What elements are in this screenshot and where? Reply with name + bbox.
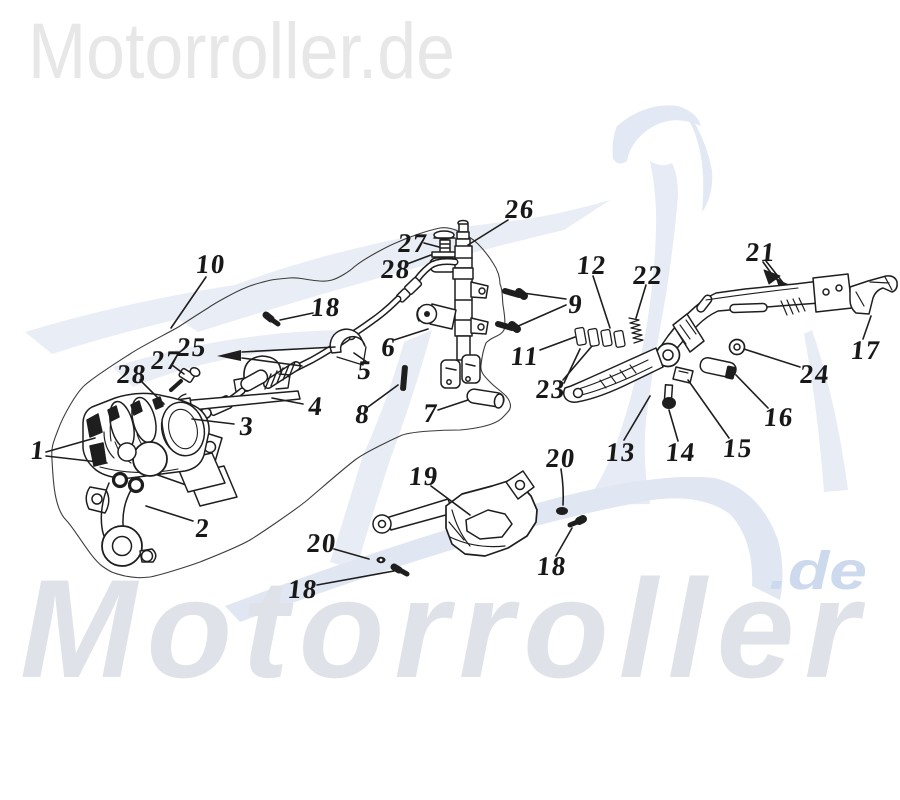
svg-text:15: 15 xyxy=(721,433,754,463)
svg-text:19: 19 xyxy=(407,461,440,491)
svg-text:5: 5 xyxy=(356,355,374,385)
svg-text:22: 22 xyxy=(631,260,664,290)
svg-text:17: 17 xyxy=(849,335,882,365)
svg-text:24: 24 xyxy=(798,359,831,389)
svg-text:13: 13 xyxy=(604,437,637,467)
svg-text:28: 28 xyxy=(379,254,412,284)
svg-text:9: 9 xyxy=(567,289,585,319)
svg-text:2: 2 xyxy=(194,513,212,543)
svg-text:14: 14 xyxy=(664,437,697,467)
svg-text:8: 8 xyxy=(354,399,372,429)
svg-text:20: 20 xyxy=(305,528,338,558)
svg-text:27: 27 xyxy=(149,345,182,375)
svg-text:21: 21 xyxy=(744,237,777,267)
svg-text:3: 3 xyxy=(238,411,256,441)
svg-text:4: 4 xyxy=(307,391,325,421)
svg-text:.de: .de xyxy=(769,541,867,601)
svg-text:18: 18 xyxy=(309,292,342,322)
svg-text:25: 25 xyxy=(175,332,208,362)
svg-text:12: 12 xyxy=(575,250,608,280)
svg-text:10: 10 xyxy=(194,249,227,279)
svg-text:18: 18 xyxy=(286,574,319,604)
svg-text:6: 6 xyxy=(380,332,398,362)
svg-text:18: 18 xyxy=(535,551,568,581)
svg-text:7: 7 xyxy=(422,398,440,428)
svg-text:20: 20 xyxy=(544,443,577,473)
svg-text:11: 11 xyxy=(509,341,541,371)
svg-text:Motorroller: Motorroller xyxy=(20,550,869,707)
svg-text:23: 23 xyxy=(534,374,567,404)
svg-text:26: 26 xyxy=(503,194,536,224)
svg-text:1: 1 xyxy=(29,435,47,465)
svg-text:Motorroller.de: Motorroller.de xyxy=(28,6,455,95)
